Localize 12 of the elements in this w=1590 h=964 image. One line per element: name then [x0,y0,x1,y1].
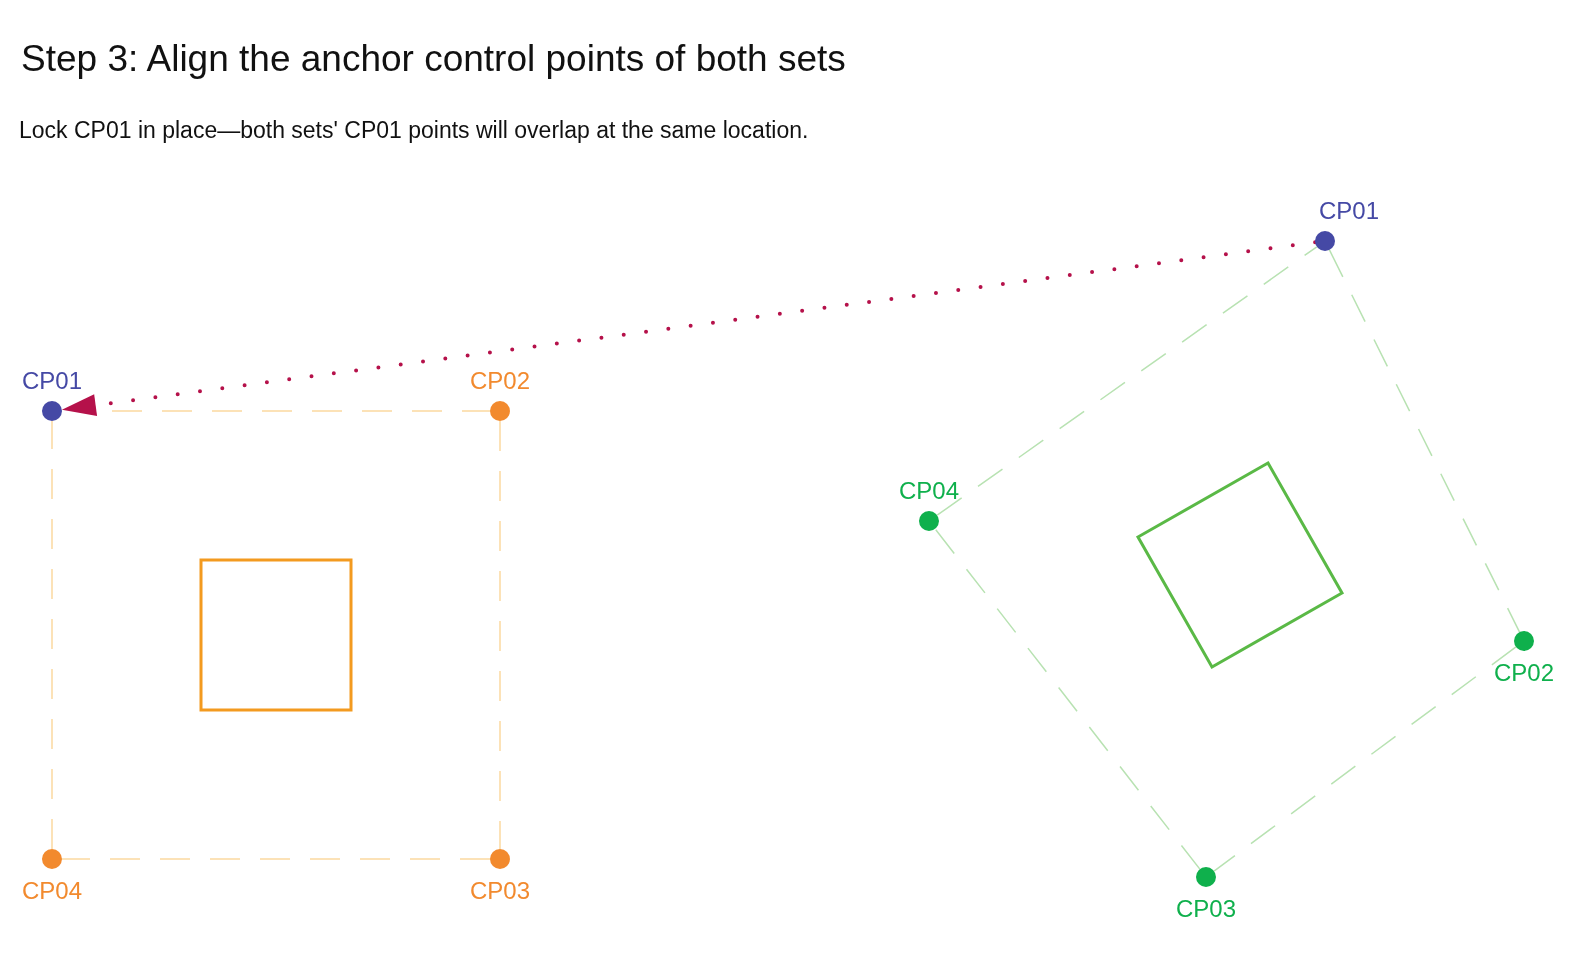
square-outline [199,558,353,712]
point-label: CP04 [899,477,959,505]
rotated-square-outline [1135,460,1345,670]
point-label: CP01 [1319,197,1380,225]
point-label: CP03 [470,877,530,905]
point-label: CP03 [1176,895,1236,923]
diagram-title: Step 3: Align the anchor control points of both sets [21,38,846,80]
point-label: CP01 [22,367,82,395]
point-label: CP02 [1494,659,1554,687]
caption-text: Lock CP01 in place—both sets' CP01 points will overlap at the same location. [19,117,809,144]
point-label: CP02 [470,367,530,395]
point-label: CP04 [22,877,82,905]
